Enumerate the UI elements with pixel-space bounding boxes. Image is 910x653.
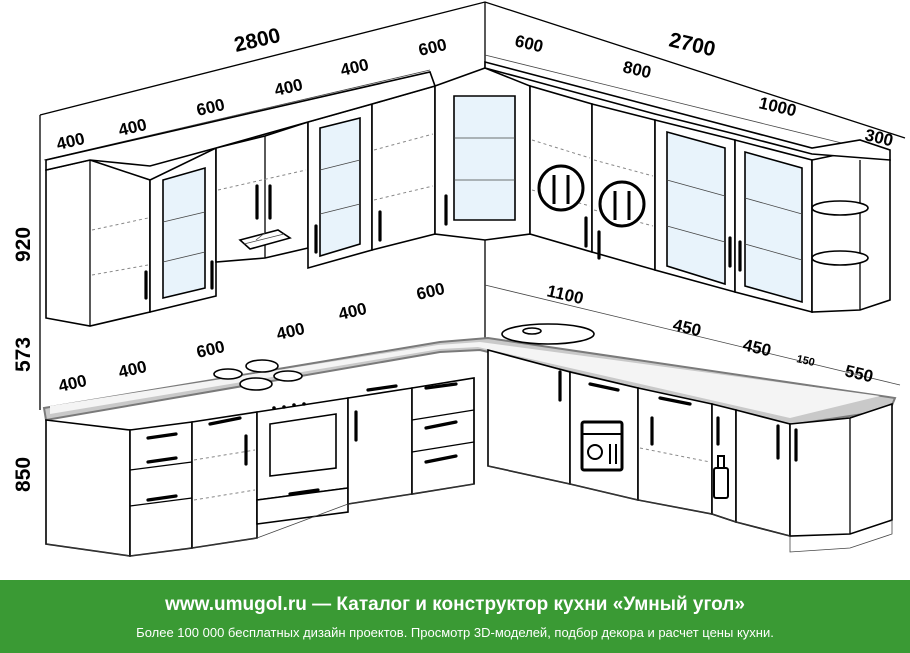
bottle-icon	[713, 455, 729, 499]
fork-knife-icon	[598, 180, 646, 228]
hob-burners	[213, 359, 303, 391]
footer-title[interactable]: www.umugol.ru — Каталог и конструктор ку…	[165, 594, 745, 615]
dim-overall-right: 2700	[667, 28, 718, 61]
upper-cabinets-left	[45, 71, 437, 327]
dim-upper-left-1: 400	[55, 129, 87, 154]
lower-cabinets-right	[45, 348, 893, 557]
footer-banner: www.umugol.ru — Каталог и конструктор ку…	[0, 580, 910, 653]
room-outline	[39, 1, 906, 410]
dim-lower-right-1: 1100	[545, 281, 585, 308]
dim-overall-left: 2800	[232, 24, 283, 57]
dim-lower-right-5: 550	[843, 361, 875, 386]
dim-height-lower: 850	[12, 457, 35, 492]
sink	[501, 323, 595, 345]
dim-upper-left-5: 400	[339, 55, 371, 80]
dim-upper-right-3: 1000	[757, 93, 798, 120]
dim-upper-left-6: 600	[417, 35, 449, 60]
fork-knife-icon	[537, 164, 585, 212]
dim-upper-right-1: 600	[513, 31, 545, 56]
dim-lower-right-2: 450	[671, 315, 703, 340]
countertop	[42, 323, 897, 427]
dim-lower-left-3: 600	[195, 337, 227, 362]
dim-upper-left-4: 400	[273, 75, 305, 100]
dim-lower-left-2: 400	[117, 357, 149, 382]
dim-lower-left-1: 400	[57, 371, 89, 396]
dim-lower-left-6: 600	[415, 279, 447, 304]
kitchen-drawing: 2800 2700 920 573 850 400 400 600 400 40…	[12, 1, 906, 557]
dim-height-middle: 573	[12, 337, 35, 372]
dim-upper-left-3: 600	[195, 95, 227, 120]
dim-lower-left-5: 400	[337, 299, 369, 324]
upper-cabinets-right	[484, 60, 891, 314]
lower-cabinets-left	[45, 377, 475, 557]
dim-upper-right-2: 800	[621, 57, 653, 82]
dim-lower-right-3: 450	[741, 335, 773, 360]
dim-lower-left-4: 400	[275, 319, 307, 344]
footer-subtitle: Более 100 000 бесплатных дизайн проектов…	[136, 625, 774, 640]
upper-corner-cabinet	[434, 67, 531, 241]
dim-upper-left-2: 400	[117, 115, 149, 140]
dishwasher-icon	[580, 420, 624, 472]
dim-height-upper: 920	[12, 227, 35, 262]
dim-lower-right-4: 150	[795, 353, 816, 369]
